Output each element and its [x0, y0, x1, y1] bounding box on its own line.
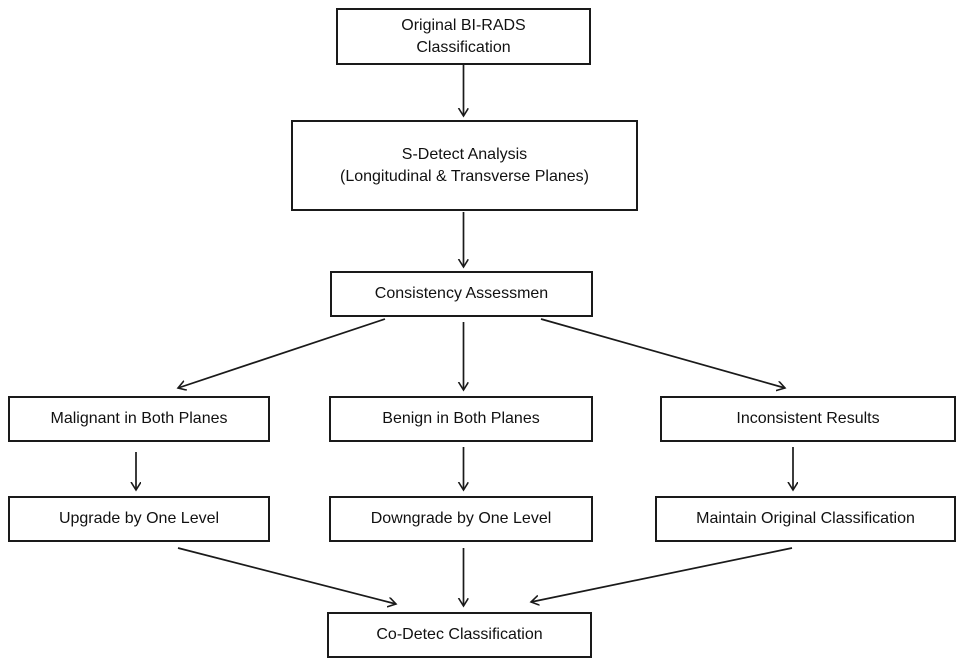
node-maintain-original-classification-label: Maintain Original Classification — [696, 510, 915, 528]
node-codetec-classification-label: Co-Detec Classification — [376, 626, 543, 644]
node-malignant-both-planes: Malignant in Both Planes — [8, 396, 270, 442]
node-inconsistent-results: Inconsistent Results — [660, 396, 956, 442]
node-maintain-original-classification: Maintain Original Classification — [655, 496, 956, 542]
node-benign-both-planes: Benign in Both Planes — [329, 396, 593, 442]
arrow-consistency-to-inconsistent — [540, 318, 785, 388]
node-consistency-assessment-label: Consistency Assessmen — [374, 285, 549, 303]
arrow-consistency-to-malignant — [178, 318, 386, 388]
node-original-birads-line2: Classification — [416, 38, 511, 56]
node-malignant-both-planes-label: Malignant in Both Planes — [50, 410, 228, 428]
node-upgrade-one-level: Upgrade by One Level — [8, 496, 270, 542]
arrow-upgrade-to-codetec — [177, 547, 396, 604]
node-original-birads: Original BI-RADS Classification — [336, 8, 591, 65]
node-original-birads-line1: Original BI-RADS — [401, 16, 526, 34]
node-sdetect-analysis-line1: S-Detect Analysis — [401, 145, 528, 163]
node-downgrade-one-level-label: Downgrade by One Level — [370, 510, 552, 528]
node-sdetect-analysis: S-Detect Analysis (Longitudinal & Transv… — [291, 120, 638, 211]
node-benign-both-planes-label: Benign in Both Planes — [382, 410, 540, 428]
node-inconsistent-results-label: Inconsistent Results — [736, 410, 880, 428]
node-codetec-classification: Co-Detec Classification — [327, 612, 592, 658]
node-consistency-assessment: Consistency Assessmen — [330, 271, 593, 317]
node-downgrade-one-level: Downgrade by One Level — [329, 496, 593, 542]
node-upgrade-one-level-label: Upgrade by One Level — [58, 510, 220, 528]
arrow-maintain-to-codetec — [531, 547, 793, 602]
node-sdetect-analysis-line2: (Longitudinal & Transverse Planes) — [339, 167, 590, 185]
